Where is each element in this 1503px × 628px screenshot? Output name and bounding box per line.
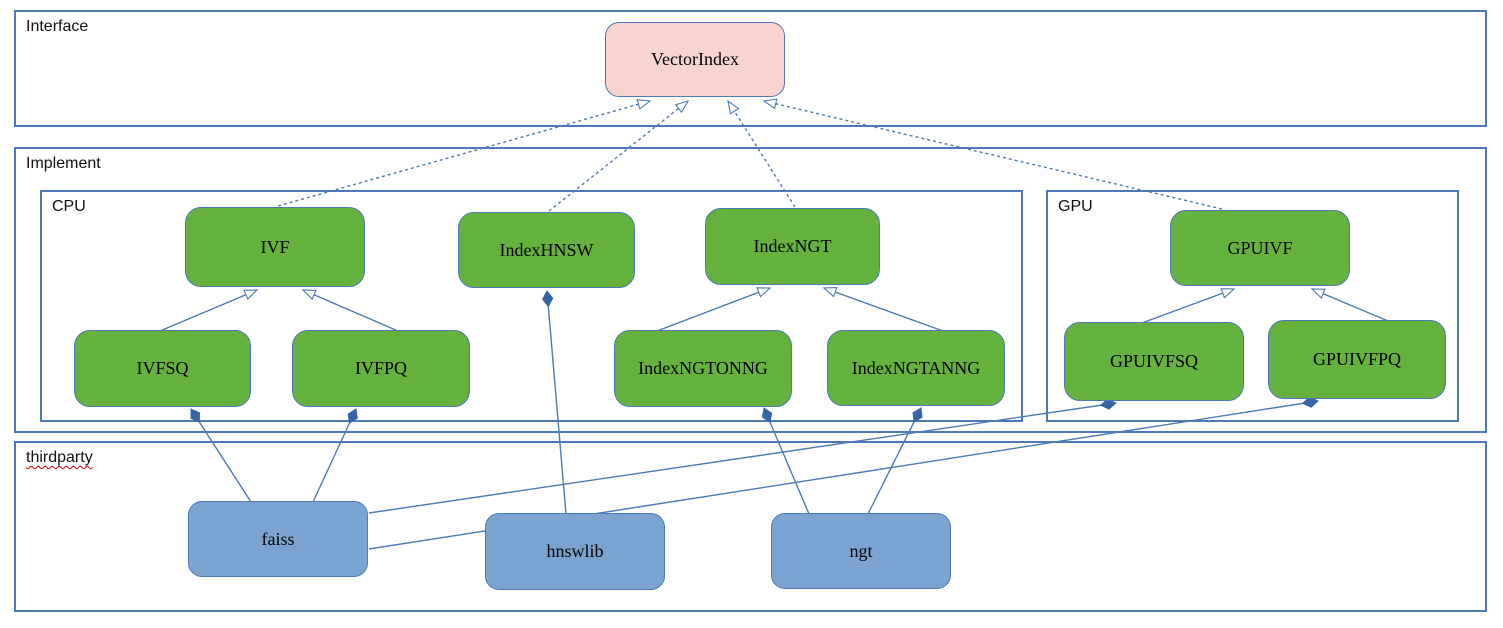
node-indexhnsw-label: IndexHNSW: [499, 239, 594, 260]
node-gpuivfsq-label: GPUIVFSQ: [1109, 351, 1199, 371]
node-gpuivf[interactable]: GPUIVF: [1170, 210, 1350, 286]
node-gpuivfpq-label: GPUIVFPQ: [1312, 349, 1402, 369]
group-interface-label: Interface: [26, 18, 89, 35]
group-cpu-label: CPU: [52, 198, 86, 215]
group-gpu-label: GPU: [1058, 198, 1093, 215]
node-ngt-label: ngt: [849, 540, 873, 561]
node-gpuivf-label: GPUIVF: [1227, 237, 1293, 258]
node-indexngtonng[interactable]: IndexNGTONNG: [614, 330, 792, 407]
group-thirdparty-label: thirdparty: [26, 449, 93, 466]
node-ivf[interactable]: IVF: [185, 207, 365, 287]
node-faiss[interactable]: faiss: [188, 501, 368, 577]
node-indexngt-label: IndexNGT: [753, 236, 832, 256]
node-ivfpq[interactable]: IVFPQ: [292, 330, 470, 407]
node-vectorindex[interactable]: VectorIndex: [605, 22, 785, 97]
node-vectorindex-label: VectorIndex: [651, 49, 739, 69]
node-ivf-label: IVF: [260, 236, 290, 257]
node-indexngtonng-label: IndexNGTONNG: [638, 358, 768, 378]
node-hnswlib-label: hnswlib: [546, 541, 604, 561]
node-ivfpq-label: IVFPQ: [354, 358, 407, 378]
node-indexhnsw[interactable]: IndexHNSW: [458, 212, 635, 288]
group-implement-label: Implement: [26, 155, 101, 172]
node-ivfsq[interactable]: IVFSQ: [74, 330, 251, 407]
node-ngt[interactable]: ngt: [771, 513, 951, 589]
node-indexngtanng-label: IndexNGTANNG: [851, 357, 981, 378]
node-ivfsq-label: IVFSQ: [136, 358, 189, 378]
node-faiss-label: faiss: [261, 528, 295, 549]
node-hnswlib[interactable]: hnswlib: [485, 513, 665, 590]
node-indexngtanng[interactable]: IndexNGTANNG: [827, 330, 1005, 406]
node-indexngt[interactable]: IndexNGT: [705, 208, 880, 285]
node-gpuivfpq[interactable]: GPUIVFPQ: [1268, 320, 1446, 399]
node-gpuivfsq[interactable]: GPUIVFSQ: [1064, 322, 1244, 401]
